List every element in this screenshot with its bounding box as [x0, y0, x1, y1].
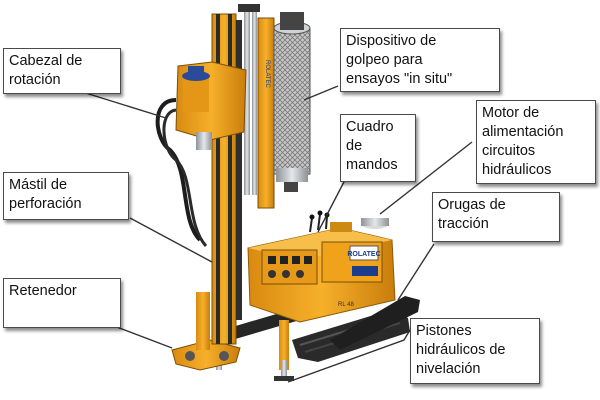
leader-cabezal [76, 90, 166, 118]
callout-line: perforación [9, 195, 123, 214]
callout-line: de [346, 137, 410, 156]
callout-line: Pistones [416, 322, 534, 341]
mast-decal: ROLATEC [264, 60, 270, 89]
callout-line: tracción [438, 215, 554, 234]
callout-line: ensayos "in situ" [346, 70, 494, 89]
callout-line: Motor de [482, 104, 590, 123]
callout-line: nivelación [416, 360, 534, 379]
callout-control-panel: Cuadro de mandos [340, 114, 416, 182]
model-plate: RL 48 [338, 302, 354, 308]
machine-body: ROLATEC RL 48 [248, 211, 395, 323]
brand-plate: ROLATEC [347, 251, 380, 258]
callout-tracks: Orugas de tracción [432, 192, 560, 242]
callout-line: Retenedor [9, 282, 115, 301]
callout-line: mandos [346, 156, 410, 175]
callout-line: Cuadro [346, 118, 410, 137]
callout-line: hidráulicos de [416, 341, 534, 360]
callout-line: hidráulicos [482, 161, 590, 180]
callout-line: circuitos [482, 142, 590, 161]
callout-line: golpeo para [346, 51, 494, 70]
callout-rotation-head: Cabezal de rotación [3, 48, 121, 94]
leader-retenedor [114, 326, 172, 348]
callout-line: Dispositivo de [346, 32, 494, 51]
spt-hammer-device [274, 12, 310, 192]
callout-drilling-mast: Mástil de perforación [3, 172, 129, 220]
callout-line: Orugas de [438, 196, 554, 215]
callout-line: Cabezal de [9, 52, 115, 71]
leader-orugas [398, 244, 434, 300]
callout-line: Mástil de [9, 176, 123, 195]
callout-line: rotación [9, 71, 115, 90]
callout-retainer: Retenedor [3, 278, 121, 328]
callout-leveling-pistons: Pistones hidráulicos de nivelación [410, 318, 540, 384]
callout-line: alimentación [482, 123, 590, 142]
callout-spt-device: Dispositivo de golpeo para ensayos "in s… [340, 28, 500, 92]
callout-hydraulic-motor: Motor de alimentación circuitos hidráuli… [476, 100, 596, 184]
